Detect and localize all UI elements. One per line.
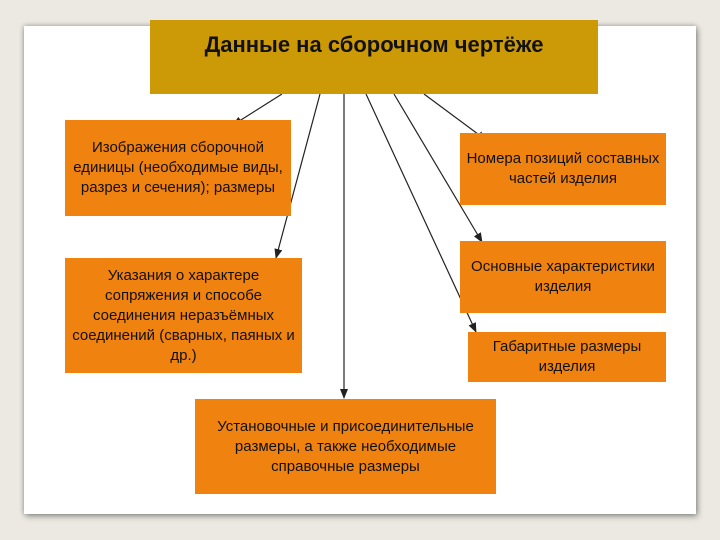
box-overall-dimensions: Габаритные размеры изделия [468,332,666,382]
box-images: Изображения сборочной единицы (необходим… [65,120,291,216]
arrow-to-joints [274,93,321,259]
box-characteristics: Основные характеристики изделия [460,241,666,313]
arrow-to-overall [365,93,477,333]
arrow-to-characteristics [393,93,483,243]
arrow-to-positions [423,93,487,141]
arrow-to-images [232,93,283,126]
box-install-dimensions: Установочные и присоединительные размеры… [195,399,496,494]
box-joints: Указания о характере сопряжения и способ… [65,258,302,373]
box-positions: Номера позиций составных частей изделия [460,133,666,205]
diagram-title: Данные на сборочном чертёже [150,20,598,94]
